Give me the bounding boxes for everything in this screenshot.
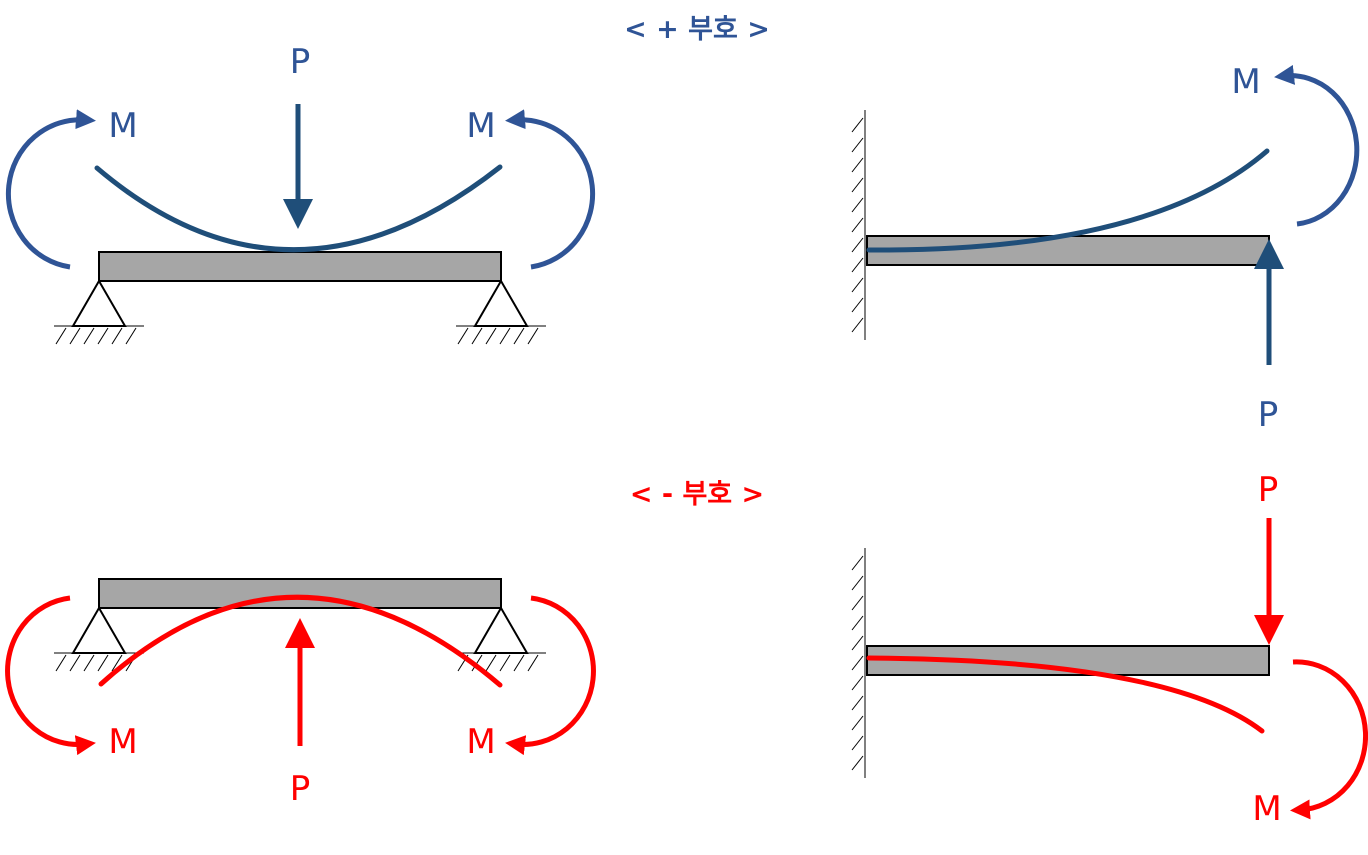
- fixed-wall: [851, 110, 866, 340]
- moment-label: M: [1252, 789, 1281, 829]
- simple-beam-body: [98, 578, 502, 609]
- moment-label-left: M: [108, 722, 137, 762]
- pin-support-left: [54, 279, 144, 345]
- moment-arrow-left: [5, 109, 96, 270]
- deflection-curve: [866, 655, 1265, 734]
- deflection-curve: [866, 148, 1270, 253]
- deflection-curve: [94, 164, 503, 253]
- pin-support-right: [456, 606, 546, 672]
- positive-sign-header: < + 부호 >: [624, 14, 770, 45]
- moment-arrow-right: [505, 109, 596, 270]
- moment-label: M: [1231, 62, 1260, 102]
- simple-beam-body: [98, 251, 502, 282]
- moment-arrow: [1274, 64, 1360, 227]
- moment-label-right: M: [466, 722, 495, 762]
- load-label: P: [290, 42, 311, 82]
- negative-simple-beam: P M M: [5, 578, 596, 809]
- load-label: P: [1258, 395, 1279, 435]
- load-label: P: [290, 769, 311, 809]
- moment-arrow-right: [505, 595, 596, 756]
- deflection-curve: [98, 594, 503, 688]
- moment-label-right: M: [466, 106, 495, 146]
- moment-label-left: M: [108, 106, 137, 146]
- pin-support-right: [456, 279, 546, 345]
- positive-simple-beam: P M M: [5, 42, 596, 345]
- moment-arrow: [1290, 659, 1368, 820]
- load-label: P: [1258, 470, 1279, 510]
- negative-sign-header: < - 부호 >: [630, 479, 764, 510]
- positive-cantilever: P M: [851, 62, 1360, 435]
- fixed-wall: [851, 548, 866, 778]
- negative-cantilever: P M: [851, 470, 1368, 829]
- pin-support-left: [54, 606, 144, 672]
- moment-arrow-left: [5, 595, 96, 756]
